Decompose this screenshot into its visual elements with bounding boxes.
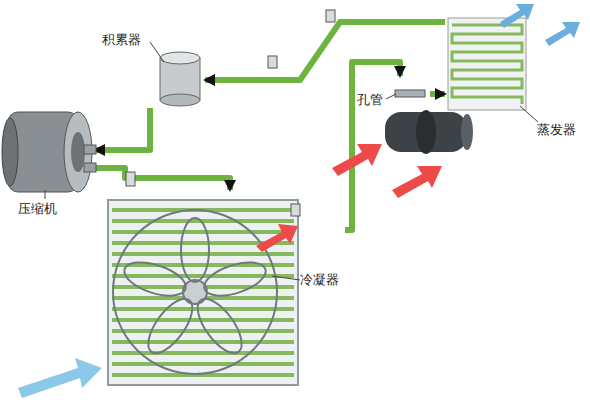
leader-lines: [45, 42, 538, 280]
refrigerant-pipe: [205, 22, 445, 80]
component-label: 积累器: [102, 32, 141, 48]
accumulator-can: [160, 52, 200, 106]
component-label: 冷凝器: [300, 272, 339, 288]
component-node: 蒸发器: [445, 10, 585, 145]
refrigerant-pipe: [95, 168, 230, 190]
hot-air-arrow: [392, 166, 442, 198]
hot-air-arrow: [332, 144, 382, 176]
condenser-core: [108, 172, 300, 385]
cool-air-arrow: [18, 358, 102, 398]
component-node: 压缩机: [0, 95, 95, 225]
orifice-tube: [395, 90, 425, 97]
refrigerant-pipe: [430, 91, 445, 97]
component-node: 孔管: [355, 76, 430, 116]
hot-air-arrow: [256, 224, 298, 252]
cool-air-arrow: [500, 4, 534, 28]
service-port: [326, 10, 335, 22]
component-label: 孔管: [357, 92, 383, 108]
blower-motor: [385, 110, 473, 154]
component-label: 蒸发器: [537, 122, 576, 138]
compressor-body: [2, 112, 96, 192]
cool-air-arrow: [545, 22, 580, 46]
component-node: 冷凝器: [100, 190, 345, 390]
service-port: [268, 56, 277, 68]
evaporator-core: [448, 18, 526, 110]
component-node: 积累器: [100, 30, 205, 108]
component-label: 压缩机: [18, 201, 57, 217]
refrigerant-pipe: [95, 108, 150, 150]
